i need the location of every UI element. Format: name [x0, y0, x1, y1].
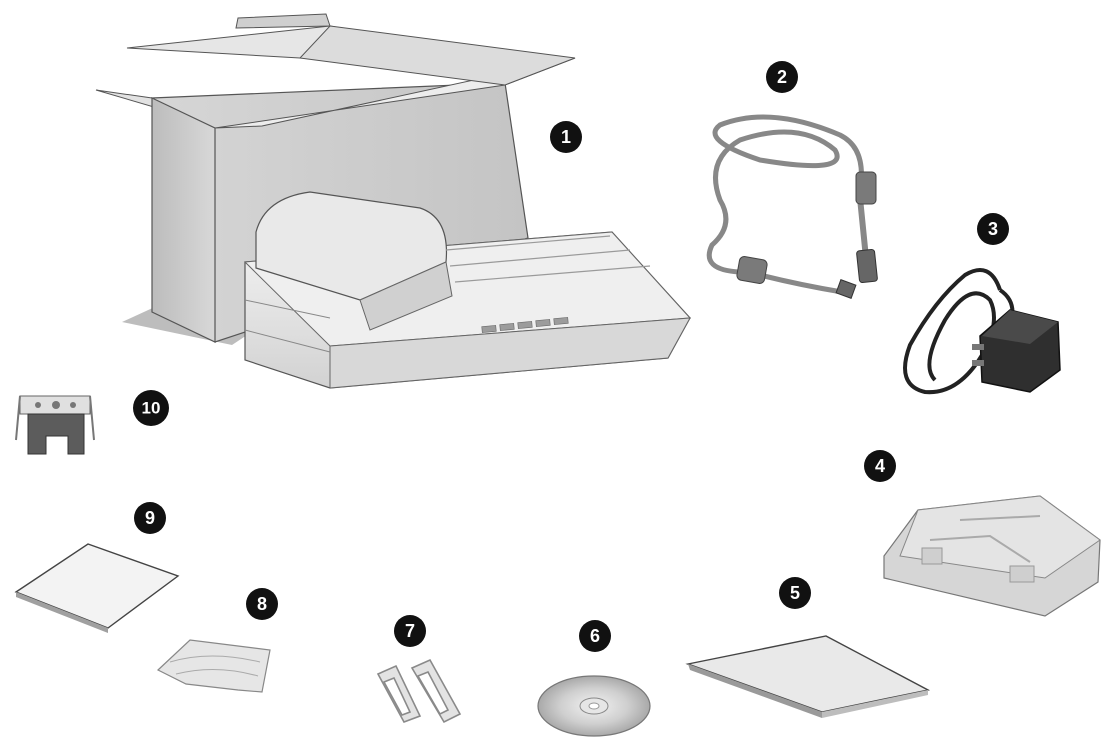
- callout-9-label: 9: [145, 508, 155, 528]
- callout-7-label: 7: [405, 621, 415, 641]
- callout-10: 10: [133, 390, 169, 426]
- callout-8-label: 8: [257, 594, 267, 614]
- callout-7: 7: [394, 615, 426, 647]
- power-adapter-icon: [905, 270, 1060, 392]
- callout-1: 1: [550, 121, 582, 153]
- callout-2: 2: [766, 61, 798, 93]
- callout-5: 5: [779, 577, 811, 609]
- callout-9: 9: [134, 502, 166, 534]
- callout-4: 4: [864, 450, 896, 482]
- document-tray-icon: [884, 496, 1100, 616]
- cleaning-cloth-icon: [158, 640, 270, 692]
- film-holder-icon: [378, 660, 460, 722]
- callout-8: 8: [246, 588, 278, 620]
- callout-2-label: 2: [777, 67, 787, 87]
- stand-clip-icon: [16, 396, 94, 454]
- callout-3-label: 3: [988, 219, 998, 239]
- callout-10-label: 10: [142, 399, 161, 418]
- cd-rom-icon: [538, 676, 650, 736]
- callout-5-label: 5: [790, 583, 800, 603]
- callout-1-label: 1: [561, 127, 571, 147]
- callout-4-label: 4: [875, 456, 885, 476]
- callout-6: 6: [579, 620, 611, 652]
- quick-guide-icon: [688, 636, 928, 718]
- usb-cable-icon: [709, 117, 866, 292]
- callout-6-label: 6: [590, 626, 600, 646]
- calibration-sheet-icon: [16, 544, 178, 633]
- callout-3: 3: [977, 213, 1009, 245]
- usb-connector-icon: [736, 172, 877, 298]
